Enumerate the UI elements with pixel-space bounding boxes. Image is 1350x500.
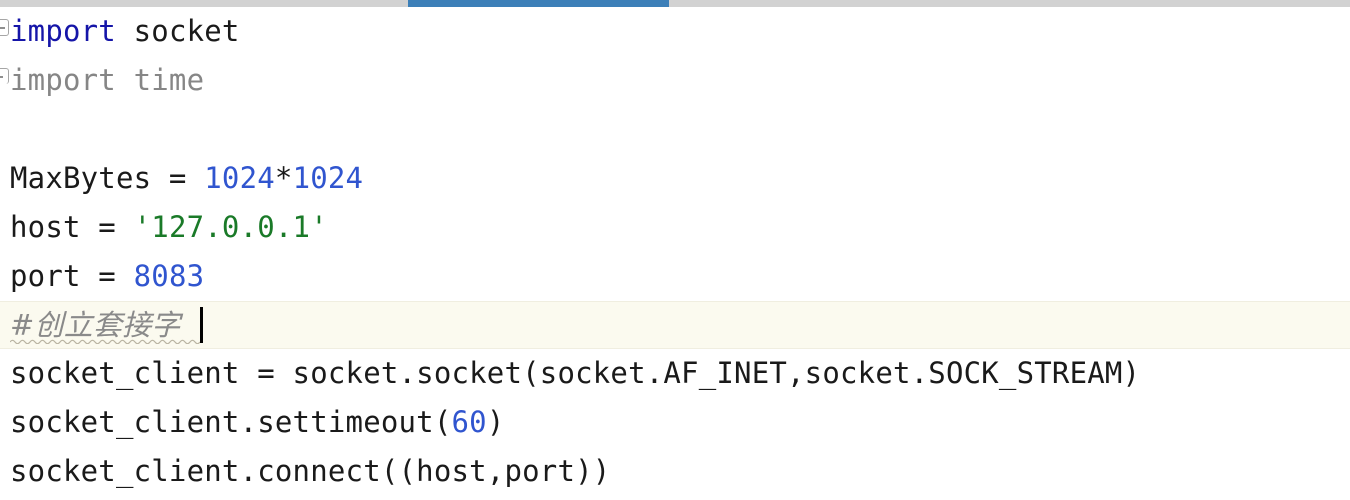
horizontal-scrollbar-thumb[interactable] — [408, 0, 669, 7]
code-token-plain: * — [274, 161, 293, 195]
code-token-dim: import time — [10, 63, 205, 97]
code-line[interactable]: import time — [0, 56, 1350, 105]
code-token-plain: MaxBytes = — [10, 161, 205, 195]
code-token-num: 8083 — [133, 259, 205, 293]
code-token-plain: socket_client = socket.socket(socket.AF_… — [10, 356, 1141, 390]
code-token-plain: port = — [10, 259, 134, 293]
code-token-kw: import — [10, 14, 116, 48]
code-token-plain: host = — [10, 210, 134, 244]
code-line-current[interactable]: #创立套接字 — [0, 301, 1350, 349]
code-line[interactable] — [0, 105, 1350, 154]
code-token-num: 1024 — [292, 161, 364, 195]
code-token-num: 60 — [451, 405, 487, 439]
code-line[interactable]: socket_client.connect((host,port)) — [0, 447, 1350, 496]
code-token-plain: socket — [115, 14, 240, 48]
code-line[interactable]: MaxBytes = 1024*1024 — [0, 154, 1350, 203]
code-token-plain: socket_client.connect((host,port)) — [10, 454, 611, 488]
code-line[interactable]: host = '127.0.0.1' — [0, 203, 1350, 252]
code-token-comment: #创立套接字 — [10, 308, 181, 342]
code-line[interactable]: socket_client = socket.socket(socket.AF_… — [0, 349, 1350, 398]
code-line[interactable]: socket_client.settimeout(60) — [0, 398, 1350, 447]
text-caret — [200, 307, 203, 343]
code-token-str: '127.0.0.1' — [133, 210, 328, 244]
code-token-num: 1024 — [204, 161, 275, 195]
horizontal-scrollbar-track[interactable] — [0, 0, 1350, 7]
code-token-plain: ) — [486, 405, 505, 439]
code-line[interactable]: port = 8083 — [0, 252, 1350, 301]
code-token-plain: socket_client.settimeout( — [10, 405, 452, 439]
code-line[interactable]: import socket — [0, 7, 1350, 56]
